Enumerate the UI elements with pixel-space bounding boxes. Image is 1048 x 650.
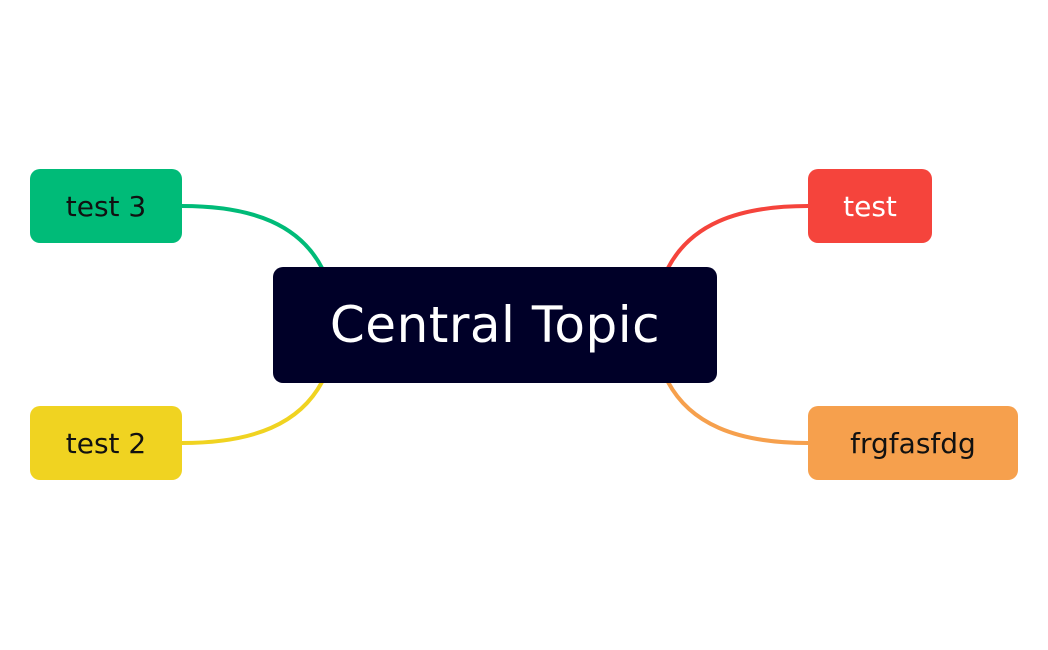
connector-test: [666, 204, 810, 270]
connector-test-2: [180, 380, 324, 445]
connector-frgfasfdg: [666, 380, 810, 445]
central-topic-node[interactable]: Central Topic: [273, 267, 717, 383]
topic-node-frgfasfdg[interactable]: frgfasfdg: [808, 406, 1018, 480]
topic-node-test[interactable]: test: [808, 169, 932, 243]
connector-test-3: [180, 204, 324, 270]
topic-node-test-3[interactable]: test 3: [30, 169, 182, 243]
topic-node-test-2[interactable]: test 2: [30, 406, 182, 480]
